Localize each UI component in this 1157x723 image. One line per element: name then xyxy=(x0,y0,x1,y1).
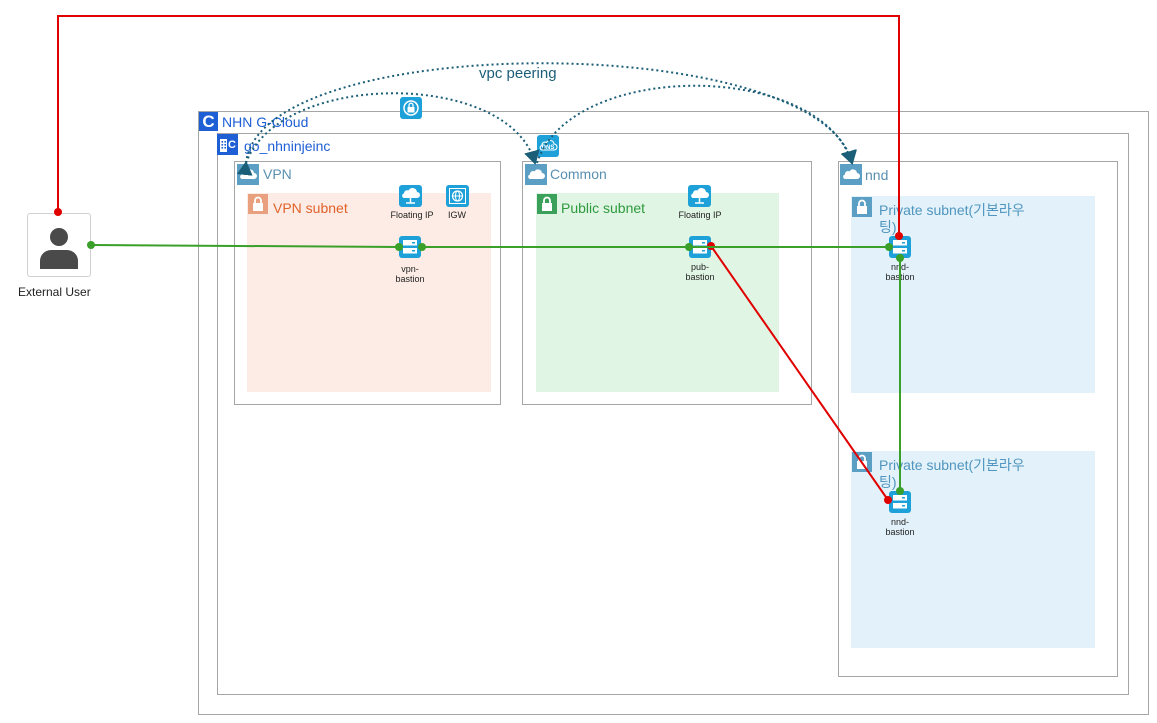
pub-bastion-label: pub-bastion xyxy=(685,262,715,282)
vpc-nnd-title: nnd xyxy=(865,167,889,183)
server-icon xyxy=(399,236,421,258)
svg-text:C: C xyxy=(228,139,236,151)
lock-icon xyxy=(248,194,268,214)
org-logo-icon: C xyxy=(217,134,238,155)
lock-icon xyxy=(852,197,872,217)
public-subnet xyxy=(536,193,779,392)
private-subnet-2-title: Private subnet(기본라우 팅) xyxy=(879,457,1025,490)
common-floating-ip-label: Floating IP xyxy=(678,210,722,220)
vpn-floating-ip-label: Floating IP xyxy=(390,210,434,220)
nnd-bastion-2-label: nnd-bastion xyxy=(885,517,915,537)
peering-link-common-nnd xyxy=(536,84,857,165)
external-user-label: External User xyxy=(18,285,91,299)
public-subnet-title: Public subnet xyxy=(561,200,646,216)
floating-ip-icon xyxy=(399,185,422,207)
peering-link-vpn-common xyxy=(245,92,540,165)
external-user-box xyxy=(27,213,91,277)
server-icon xyxy=(889,236,911,258)
svg-text:DNS: DNS xyxy=(542,145,555,151)
vpn-subnet-title: VPN subnet xyxy=(273,200,348,216)
peering-lock-icon xyxy=(400,97,422,119)
floating-ip-icon xyxy=(688,185,711,207)
cloud-container xyxy=(198,111,1149,715)
private-subnet-2 xyxy=(851,451,1095,648)
green-link-main xyxy=(90,244,400,248)
private-subnet-1-title: Private subnet(기본라우 팅) xyxy=(879,202,1025,235)
private-subnet-1 xyxy=(851,196,1095,393)
vpn-subnet xyxy=(247,193,491,392)
igw-icon xyxy=(446,185,469,207)
igw-label: IGW xyxy=(448,210,466,220)
red-link-user-nnd xyxy=(57,15,900,236)
vpn-bastion-label: vpn-bastion xyxy=(395,264,425,284)
peering-link-vpn-nnd xyxy=(236,62,857,176)
org-container xyxy=(217,133,1129,695)
red-link-pub-nnd2 xyxy=(710,245,889,501)
vpc-nnd xyxy=(838,161,1118,677)
cloud-logo-icon: C xyxy=(199,112,218,131)
vpc-peering-label: vpc peering xyxy=(479,65,557,82)
server-icon xyxy=(889,491,911,513)
user-icon xyxy=(40,228,78,269)
lock-icon xyxy=(537,194,557,214)
